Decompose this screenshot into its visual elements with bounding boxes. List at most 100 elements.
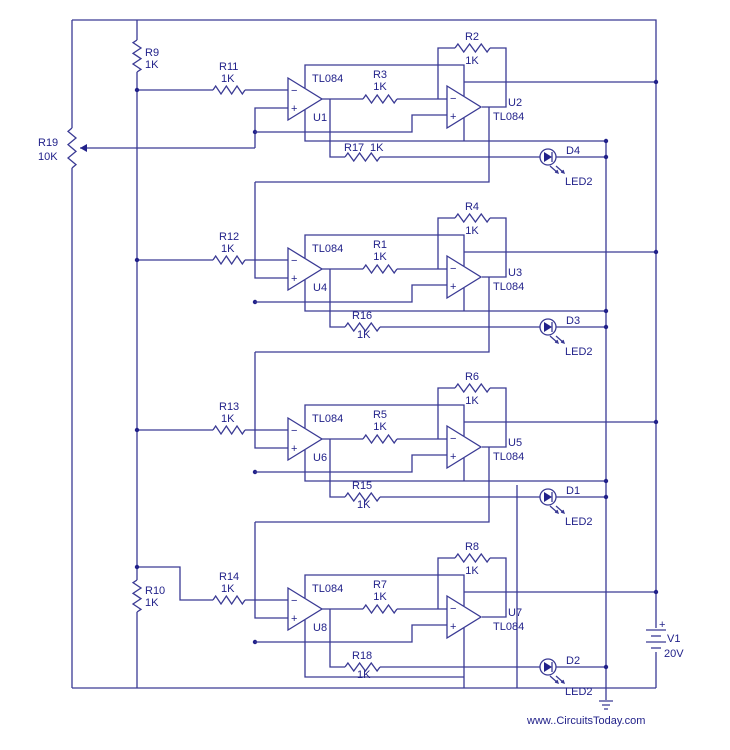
mid-resistor bbox=[362, 93, 398, 105]
feedback-wire bbox=[482, 557, 507, 618]
top-rail bbox=[72, 19, 657, 628]
battery-label: V1 bbox=[667, 633, 680, 645]
junction-dot bbox=[603, 664, 609, 670]
stage-output-wire bbox=[255, 447, 490, 523]
feedback-resistor bbox=[454, 42, 491, 54]
reference-wire bbox=[254, 182, 288, 279]
feedback-wire bbox=[437, 387, 455, 439]
opamp-part-label: TL084 bbox=[312, 73, 343, 85]
mid-resistor-label: R5 bbox=[373, 409, 387, 421]
feedback-wire bbox=[437, 47, 455, 99]
opamp-part-label: TL084 bbox=[312, 243, 343, 255]
r19-value: 10K bbox=[38, 151, 58, 163]
led-resistor-label: R16 bbox=[352, 310, 372, 322]
plus-pin-label: + bbox=[450, 111, 456, 123]
opamp-name-label: U5 bbox=[508, 437, 522, 449]
junction-dot bbox=[603, 308, 609, 314]
junction-dot bbox=[603, 324, 609, 330]
mid-resistor-label: R1 bbox=[373, 239, 387, 251]
junction-dot bbox=[653, 249, 659, 255]
minus-pin-label: − bbox=[450, 93, 456, 105]
opamp-0-b bbox=[446, 84, 483, 130]
stage-output-wire bbox=[255, 107, 490, 183]
minus-pin-label: − bbox=[291, 595, 297, 607]
input-resistor bbox=[212, 254, 246, 266]
plus-pin-label: + bbox=[450, 451, 456, 463]
opamp-name-label: U7 bbox=[508, 607, 522, 619]
r10-label: R10 bbox=[145, 585, 165, 597]
feedback-resistor bbox=[454, 382, 491, 394]
junction-dot bbox=[603, 154, 609, 160]
junction-dot bbox=[653, 419, 659, 425]
opamp-3-a bbox=[287, 586, 324, 632]
reference-wire bbox=[254, 352, 288, 449]
led-wire bbox=[329, 269, 345, 328]
led-resistor bbox=[344, 151, 381, 163]
feedback-wire bbox=[482, 217, 507, 278]
watermark-text: www..CircuitsToday.com bbox=[526, 715, 645, 727]
junction-dot bbox=[603, 494, 609, 500]
led-name-label: D4 bbox=[566, 145, 580, 157]
input-resistor-value: 1K bbox=[221, 243, 235, 255]
vplus-wire bbox=[304, 574, 465, 606]
feedback-resistor-label: R6 bbox=[465, 371, 479, 383]
led-part-label: LED2 bbox=[565, 176, 593, 188]
input-resistor-label: R11 bbox=[219, 61, 238, 73]
plus-pin-label: + bbox=[291, 613, 297, 625]
feedback-resistor-value: 1K bbox=[465, 395, 479, 407]
minus-pin-label: − bbox=[450, 433, 456, 445]
opamp-name-label: U8 bbox=[313, 622, 327, 634]
junction-dot bbox=[134, 87, 140, 93]
plus-pin-label: + bbox=[291, 443, 297, 455]
mid-resistor-value: 1K bbox=[373, 591, 387, 603]
mid-resistor bbox=[362, 263, 398, 275]
light-emission-arrows-icon bbox=[549, 335, 566, 345]
input-wire bbox=[137, 566, 213, 601]
light-emission-arrows-icon bbox=[549, 675, 566, 685]
opamp-part-label: TL084 bbox=[493, 111, 524, 123]
minus-pin-label: − bbox=[291, 425, 297, 437]
stage-output-wire bbox=[255, 277, 490, 353]
junction-dot bbox=[134, 564, 140, 570]
battery-polarity: + bbox=[659, 619, 665, 631]
vminus-wire bbox=[304, 280, 606, 312]
opamp-name-label: U3 bbox=[508, 267, 522, 279]
opamp-2-b bbox=[446, 424, 483, 470]
led-resistor-label: R18 bbox=[352, 650, 372, 662]
r19-potentiometer bbox=[66, 127, 78, 169]
reference-wire bbox=[255, 284, 447, 303]
junction-dot bbox=[603, 138, 609, 144]
junction-dot bbox=[134, 427, 140, 433]
light-emission-arrows-icon bbox=[549, 505, 566, 515]
r9-label: R9 bbox=[145, 47, 159, 59]
wiper-arrow-icon bbox=[80, 144, 87, 152]
feedback-wire bbox=[437, 557, 455, 609]
feedback-wire bbox=[482, 387, 507, 448]
led-resistor-label: R17 bbox=[344, 142, 364, 154]
led-part-label: LED2 bbox=[565, 686, 593, 698]
vplus-wire bbox=[304, 234, 465, 266]
led-part-label: LED2 bbox=[565, 516, 593, 528]
vminus-wire bbox=[304, 450, 606, 482]
reference-wire bbox=[255, 454, 447, 473]
opamp-2-a bbox=[287, 416, 324, 462]
reference-wire bbox=[255, 624, 447, 643]
mid-resistor bbox=[362, 433, 398, 445]
input-resistor-label: R14 bbox=[219, 571, 239, 583]
opamp-part-label: TL084 bbox=[493, 621, 524, 633]
vminus-wire bbox=[304, 110, 606, 142]
r9-resistor bbox=[131, 39, 143, 73]
feedback-resistor bbox=[454, 212, 491, 224]
led-resistor-value: 1K bbox=[357, 499, 371, 511]
led-resistor-value: 1K bbox=[370, 142, 384, 154]
junction-dot bbox=[653, 79, 659, 85]
minus-pin-label: − bbox=[450, 603, 456, 615]
opamp-name-label: U2 bbox=[508, 97, 522, 109]
feedback-resistor-label: R8 bbox=[465, 541, 479, 553]
opamp-part-label: TL084 bbox=[312, 583, 343, 595]
input-resistor-value: 1K bbox=[221, 413, 235, 425]
led-wire bbox=[329, 439, 345, 498]
led-2-diode-icon bbox=[544, 492, 552, 502]
opamp-0-a bbox=[287, 76, 324, 122]
